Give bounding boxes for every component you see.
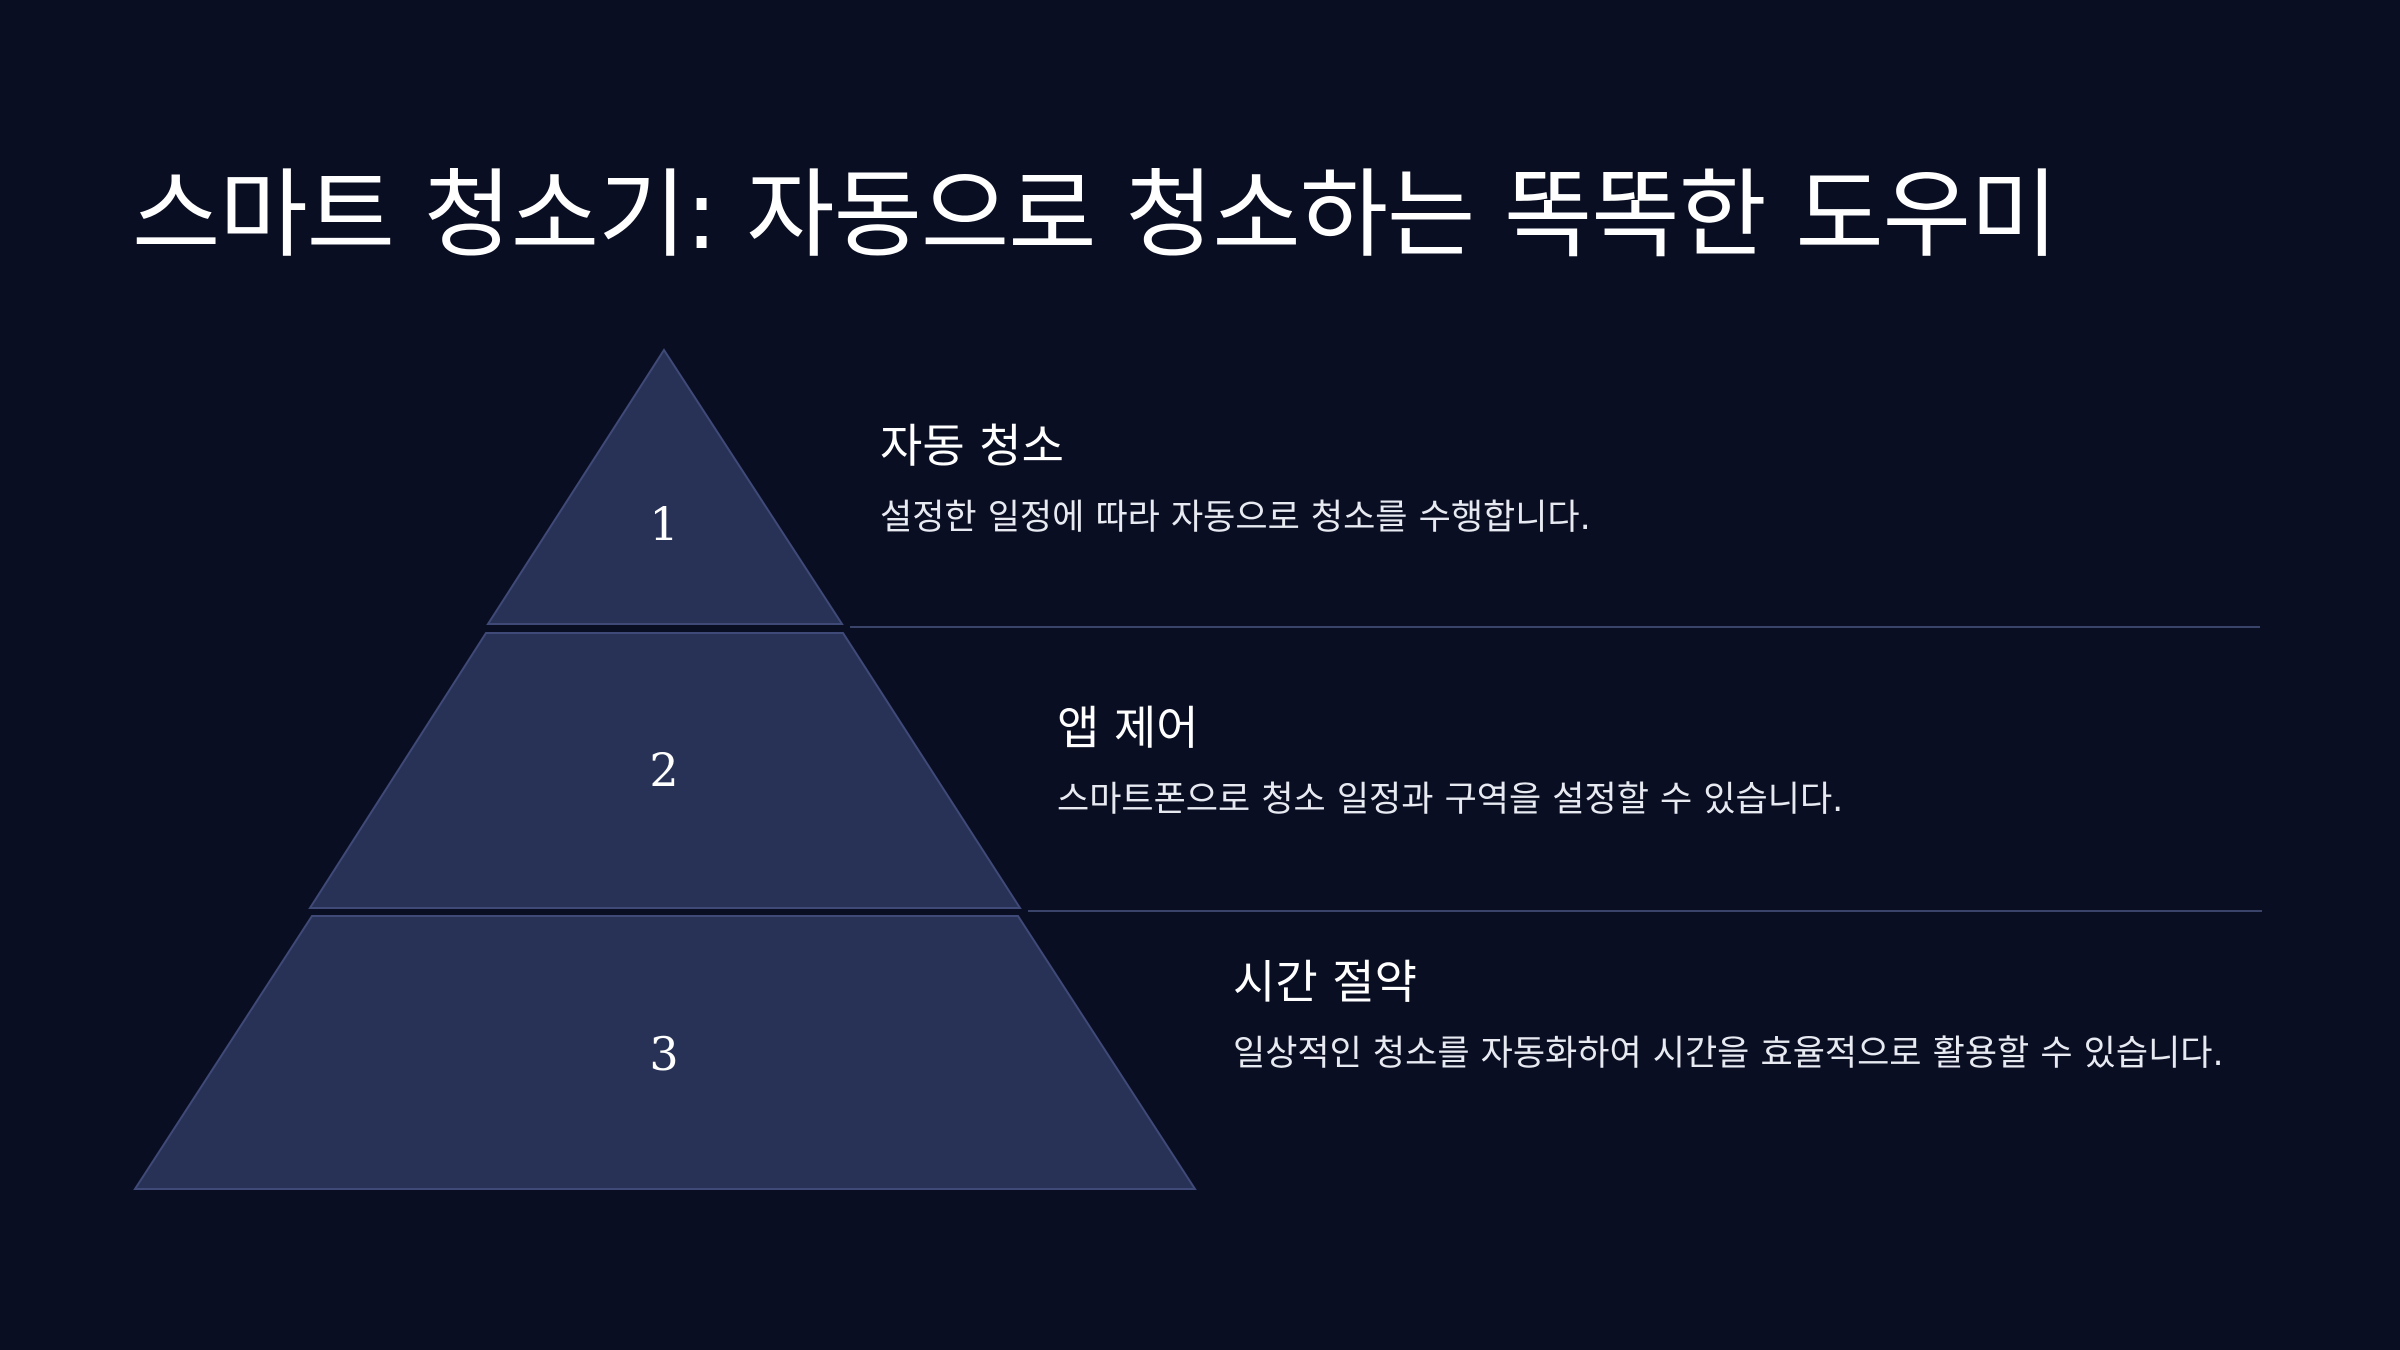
item-block-auto-clean: 자동 청소 설정한 일정에 따라 자동으로 청소를 수행합니다.	[880, 414, 2260, 548]
item-description: 스마트폰으로 청소 일정과 구역을 설정할 수 있습니다.	[1057, 780, 1844, 820]
item-heading: 시간 절약	[1233, 955, 1417, 1009]
page-title: 스마트 청소기: 자동으로 청소하는 똑똑한 도우미	[132, 159, 2058, 271]
item-heading: 자동 청소	[880, 419, 1064, 473]
tier-number-1: 1	[649, 497, 678, 551]
divider-line	[850, 626, 2260, 628]
tier-number-2: 2	[649, 743, 678, 797]
tier-number-3: 3	[649, 1027, 678, 1081]
pyramid-tier-3	[133, 915, 1197, 1190]
pyramid-tier-2	[308, 632, 1022, 909]
pyramid-tier-1	[486, 348, 844, 625]
divider-line	[1028, 910, 2262, 912]
item-heading: 앱 제어	[1057, 701, 1199, 755]
item-description: 설정한 일정에 따라 자동으로 청소를 수행합니다.	[880, 498, 1591, 538]
item-block-time-saving: 시간 절약 일상적인 청소를 자동화하여 시간을 효율적으로 활용할 수 있습니…	[1233, 950, 2268, 1084]
item-description: 일상적인 청소를 자동화하여 시간을 효율적으로 활용할 수 있습니다.	[1233, 1034, 2224, 1074]
item-block-app-control: 앱 제어 스마트폰으로 청소 일정과 구역을 설정할 수 있습니다.	[1057, 696, 2257, 830]
